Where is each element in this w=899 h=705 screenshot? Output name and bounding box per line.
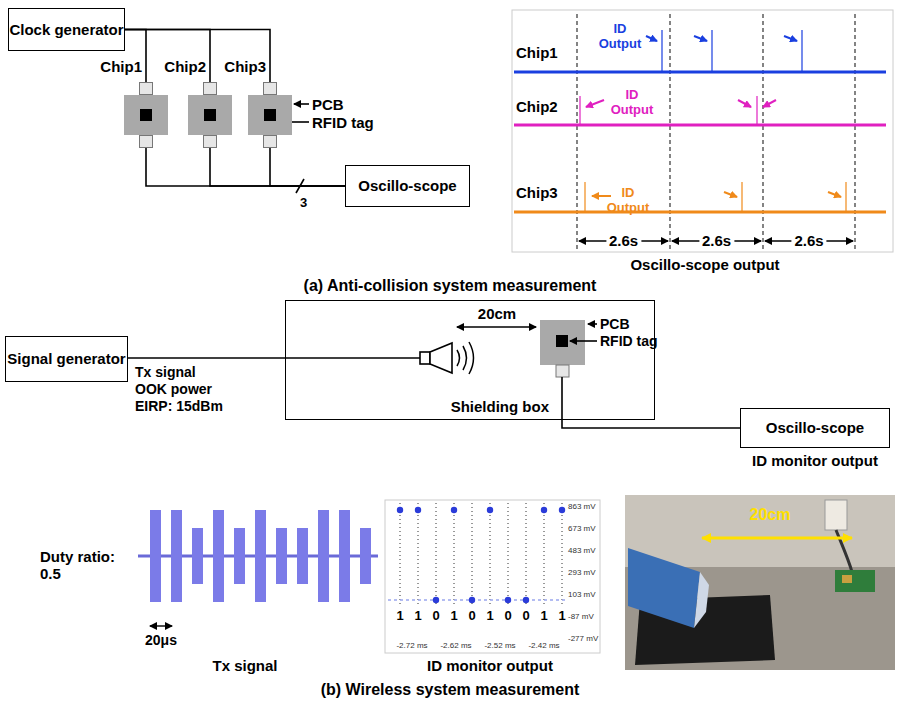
text-label: RFID tag <box>312 114 374 131</box>
connector-pin <box>263 135 277 148</box>
text-label: ID Output <box>595 22 645 52</box>
text-label: 0 <box>504 609 511 624</box>
text-label: (b) Wireless system measurement <box>321 681 580 699</box>
rfid-tag <box>204 109 216 121</box>
box-label: Oscillo-scope <box>766 419 864 436</box>
id-monitor-screen <box>385 500 600 653</box>
rfid-tag <box>264 109 276 121</box>
text-label: RFID tag <box>600 333 658 349</box>
chip-label: Chip1 <box>100 58 142 75</box>
text-label: Chip3 <box>516 184 558 201</box>
text-label: 0 <box>432 609 439 624</box>
tx-waveform <box>138 510 378 626</box>
text-label: 1 <box>450 609 457 624</box>
text-label: OOK power <box>135 381 212 397</box>
wire <box>146 148 345 186</box>
text-label: Oscillo-scope output <box>630 256 779 273</box>
text-label: ID Output <box>607 88 657 118</box>
shielding-box: Shielding box <box>285 300 655 420</box>
text-label: -2.62 ms <box>440 641 471 650</box>
text-label: Chip1 <box>516 44 558 61</box>
text-label: 293 mV <box>568 568 596 577</box>
text-label: Chip2 <box>516 98 558 115</box>
text-label: 103 mV <box>568 590 596 599</box>
chip-label: Chip2 <box>164 58 206 75</box>
rfid-tag <box>140 109 152 121</box>
box-label: Oscillo-scope <box>358 177 456 194</box>
text-label: 2.6s <box>606 232 641 249</box>
connector-pin <box>203 82 217 95</box>
process-box: Oscillo-scope <box>345 165 470 207</box>
text-label: 20μs <box>145 632 177 648</box>
setup-photo <box>625 495 895 670</box>
text-label: -277 mV <box>568 634 598 643</box>
text-label: 483 mV <box>568 546 596 555</box>
text-label: PCB <box>600 316 630 332</box>
connector-pin <box>263 82 277 95</box>
text-label: ID Output <box>603 186 653 216</box>
wire <box>125 30 270 83</box>
chip-node: Chip1 <box>124 82 168 148</box>
text-label: 3 <box>300 196 307 211</box>
text-label: Tx signal <box>212 657 277 674</box>
text-label: 1 <box>540 609 547 624</box>
text-label: 863 mV <box>568 502 596 511</box>
process-box: Clock generator <box>8 8 125 51</box>
chip-node: Chip2 <box>188 82 232 148</box>
text-label: -2.42 ms <box>528 641 559 650</box>
connector-pin <box>203 135 217 148</box>
text-label: Duty ratio: 0.5 <box>40 548 128 583</box>
process-box: Oscillo-scope <box>740 408 890 448</box>
text-label: PCB <box>312 96 344 113</box>
text-label: 1 <box>396 609 403 624</box>
text-label: ID monitor output <box>427 657 553 674</box>
text-label: Tx signal <box>135 364 196 380</box>
wire <box>270 148 345 186</box>
text-label: ID monitor output <box>752 452 878 469</box>
text-label: 673 mV <box>568 524 596 533</box>
text-label: 0 <box>522 609 529 624</box>
text-label: -2.52 ms <box>484 641 515 650</box>
text-label: 20cm <box>750 506 791 524</box>
chip-node: Chip3 <box>248 82 292 148</box>
text-label: 0 <box>468 609 475 624</box>
connector-pin <box>139 82 153 95</box>
text-label: (a) Anti-collision system measurement <box>304 277 597 295</box>
text-label: 1 <box>486 609 493 624</box>
connector-pin <box>139 135 153 148</box>
text-label: -87 mV <box>568 612 594 621</box>
text-label: 2.6s <box>791 232 826 249</box>
text-label: -2.72 ms <box>396 641 427 650</box>
text-label: 20cm <box>478 305 516 322</box>
box-label: Clock generator <box>9 21 123 38</box>
process-box: Signal generator <box>5 336 128 382</box>
text-label: EIRP: 15dBm <box>135 398 223 414</box>
box-label: Signal generator <box>7 350 125 367</box>
wireless-setup <box>118 320 740 428</box>
wire <box>210 148 345 186</box>
text-label: 1 <box>414 609 421 624</box>
text-label: 1 <box>558 609 565 624</box>
oscilloscope-screen <box>512 10 893 252</box>
chip-label: Chip3 <box>224 58 266 75</box>
text-label: 2.6s <box>699 232 734 249</box>
box-label: Shielding box <box>451 398 549 415</box>
